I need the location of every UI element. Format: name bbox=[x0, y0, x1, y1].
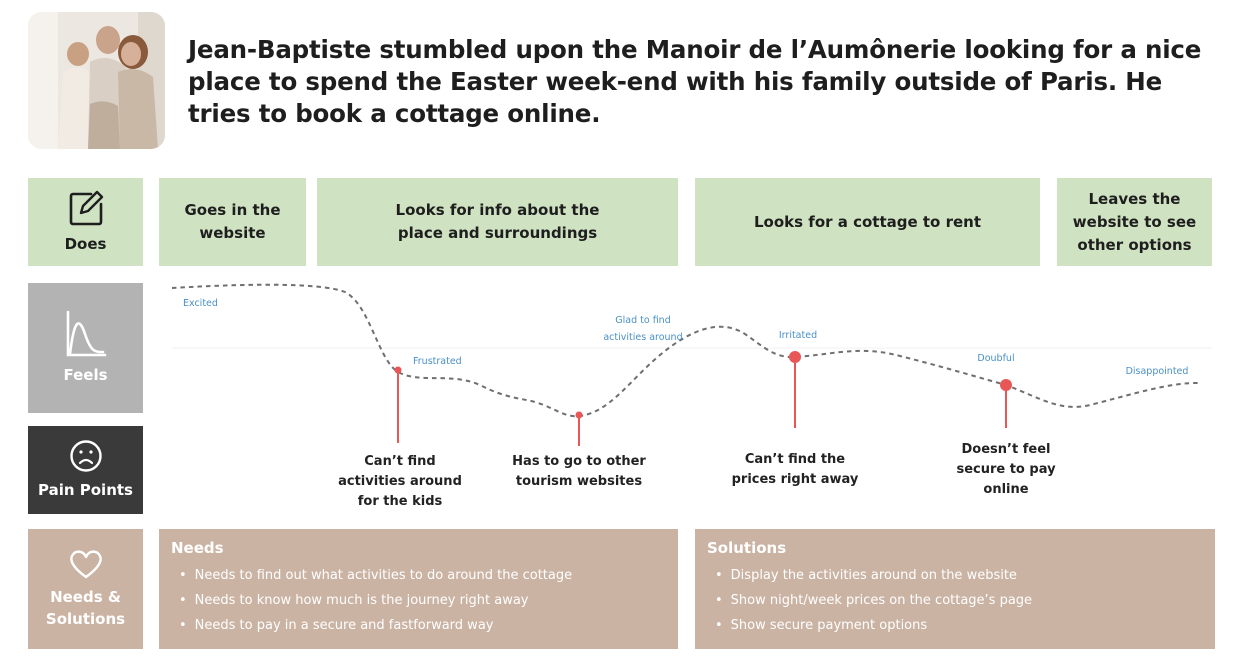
pain-point-1: Can’t find activities around for the kid… bbox=[338, 454, 462, 509]
pain-marker-1 bbox=[394, 366, 402, 443]
emotion-frustrated: Frustrated bbox=[413, 356, 462, 367]
needs-list: Needs to find out what activities to do … bbox=[171, 563, 666, 638]
row-label-feels: Feels bbox=[28, 283, 143, 413]
needs-box: Needs Needs to find out what activities … bbox=[159, 529, 678, 649]
pain-marker-2 bbox=[575, 411, 583, 446]
emotion-excited: Excited bbox=[183, 298, 218, 309]
row-label-needs-solutions: Needs & Solutions bbox=[28, 529, 143, 649]
does-step-4: Leaves the website to see other options bbox=[1057, 178, 1212, 266]
does-step-2: Looks for info about the place and surro… bbox=[317, 178, 678, 266]
does-step-2-text: Looks for info about the place and surro… bbox=[395, 201, 600, 242]
emotion-disappointed: Disappointed bbox=[1126, 366, 1189, 377]
pain-point-4: Doesn’t feel secure to pay online bbox=[956, 442, 1056, 497]
does-step-3: Looks for a cottage to rent bbox=[695, 178, 1040, 266]
emotion-glad-line-1: Glad to find bbox=[615, 315, 670, 326]
solutions-item: Show secure payment options bbox=[707, 613, 1203, 638]
emotion-doubful: Doubful bbox=[977, 353, 1014, 364]
needs-item: Needs to pay in a secure and fastforward… bbox=[171, 613, 666, 638]
row-label-needs-solutions-text: Needs & Solutions bbox=[45, 588, 126, 628]
does-step-1: Goes in the website bbox=[159, 178, 306, 266]
row-label-does-text: Does bbox=[64, 235, 107, 253]
persona-photo bbox=[28, 12, 165, 149]
curve-icon bbox=[66, 310, 106, 357]
sad-face-icon bbox=[69, 440, 102, 472]
scenario-headline: Jean-Baptiste stumbled upon the Manoir d… bbox=[188, 35, 1202, 128]
pain-point-2: Has to go to other tourism websites bbox=[512, 454, 646, 489]
pain-point-3: Can’t find the prices right away bbox=[731, 452, 859, 487]
solutions-list: Display the activities around on the web… bbox=[707, 563, 1203, 638]
needs-title: Needs bbox=[171, 539, 224, 557]
solutions-item: Show night/week prices on the cottage’s … bbox=[707, 588, 1203, 613]
emotion-glad-line-2: activities around bbox=[603, 332, 682, 343]
heart-icon bbox=[69, 550, 102, 579]
solutions-item: Display the activities around on the web… bbox=[707, 563, 1203, 588]
row-label-does: Does bbox=[28, 178, 143, 266]
emotion-curve bbox=[171, 283, 1201, 418]
pain-marker-3 bbox=[789, 351, 801, 428]
solutions-title: Solutions bbox=[707, 539, 787, 557]
row-label-pain-points-text: Pain Points bbox=[38, 481, 133, 499]
needs-item: Needs to know how much is the journey ri… bbox=[171, 588, 666, 613]
solutions-box: Solutions Display the activities around … bbox=[695, 529, 1215, 649]
emotion-irritated: Irritated bbox=[779, 330, 817, 341]
needs-item: Needs to find out what activities to do … bbox=[171, 563, 666, 588]
row-label-pain-points: Pain Points bbox=[28, 426, 143, 514]
edit-icon bbox=[69, 190, 103, 226]
pain-marker-4 bbox=[1000, 379, 1012, 428]
row-label-feels-text: Feels bbox=[63, 366, 108, 384]
